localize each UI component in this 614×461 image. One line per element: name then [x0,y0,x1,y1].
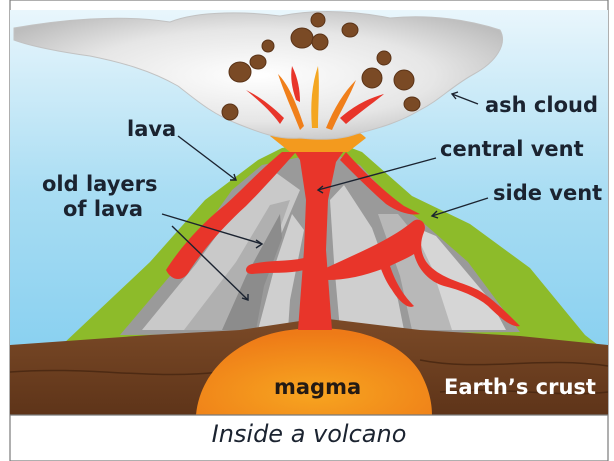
figure-caption: Inside a volcano [10,415,608,461]
label-earths-crust: Earth’s crust [444,375,596,399]
label-lava: lava [127,117,176,141]
label-old-layers-line1: old layers [42,172,157,196]
label-central-vent: central vent [440,137,584,161]
label-ash-cloud: ash cloud [485,93,598,117]
label-magma: magma [274,375,361,399]
label-old-layers-line2: of lava [63,197,143,221]
label-side-vent: side vent [493,181,602,205]
